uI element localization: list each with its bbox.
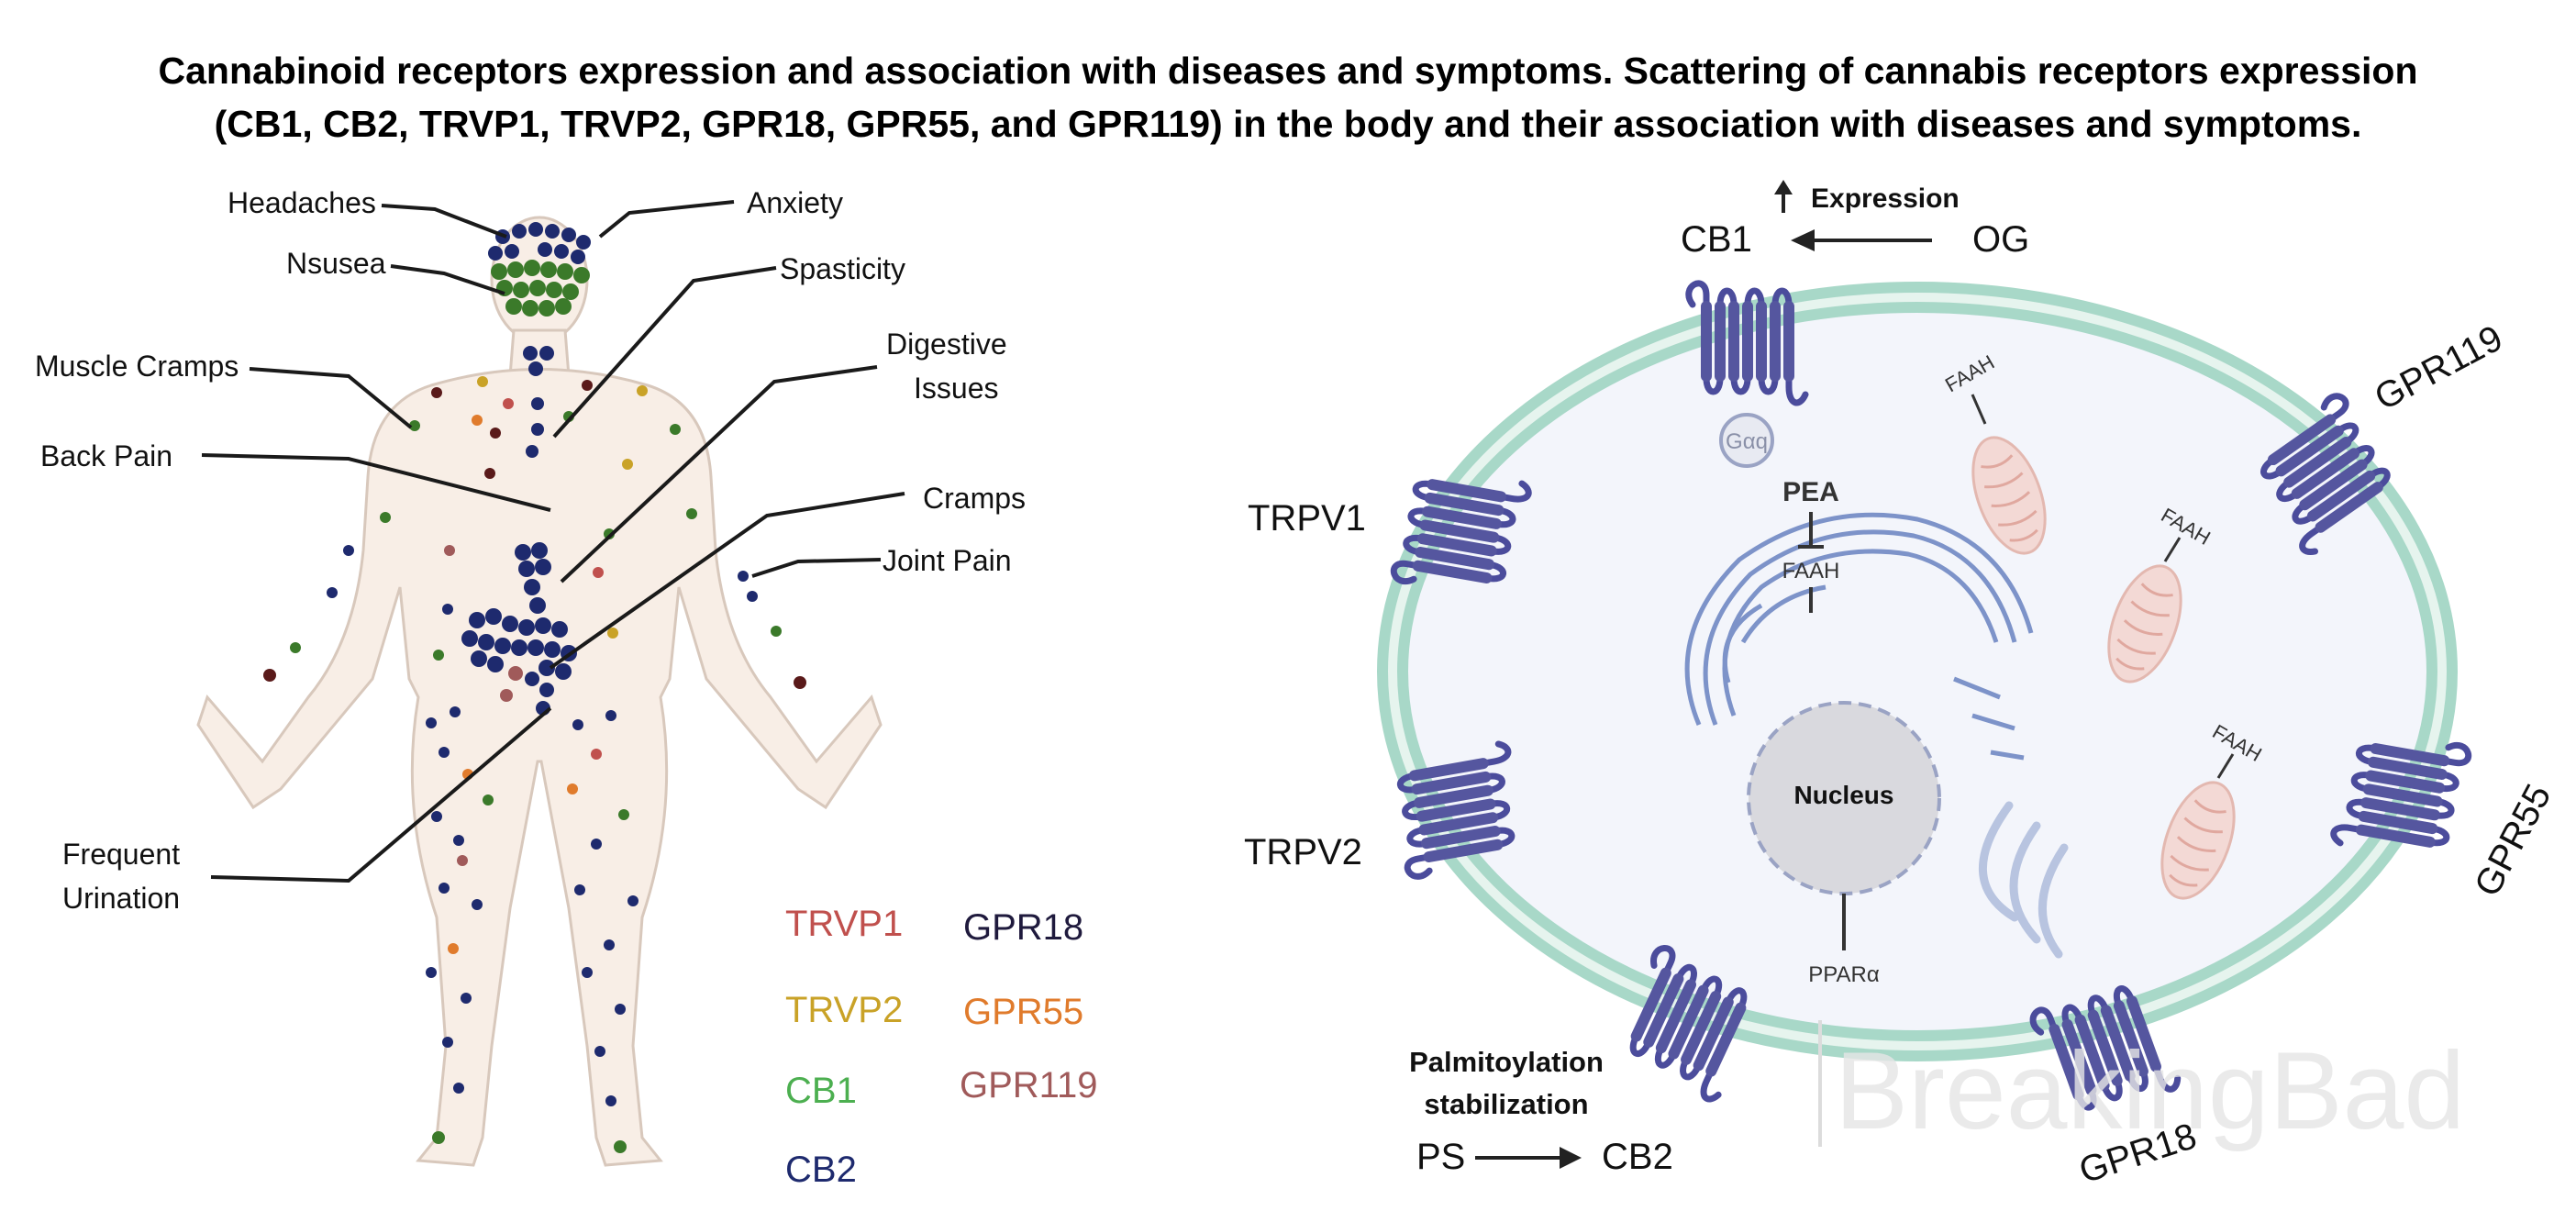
title-line-2: (CB1, CB2, TRVP1, TRVP2, GPR18, GPR55, a… xyxy=(214,103,2362,145)
label-headaches: Headaches xyxy=(228,186,376,219)
label-faah-center: FAAH xyxy=(1782,559,1840,583)
label-gpr55: GPR55 xyxy=(2467,778,2559,903)
label-joint-pain: Joint Pain xyxy=(883,544,1012,577)
label-cb2: CB2 xyxy=(1602,1137,1673,1177)
label-back-pain: Back Pain xyxy=(40,439,172,472)
legend-gpr119: GPR119 xyxy=(960,1065,1097,1105)
label-gpr119: GPR119 xyxy=(2369,317,2509,417)
title-line-1: Cannabinoid receptors expression and ass… xyxy=(158,50,2418,92)
body-panel: Headaches Anxiety Nsusea Spasticity Musc… xyxy=(35,186,1097,1190)
symptom-leaders xyxy=(201,200,905,883)
cb1-receptor xyxy=(1689,283,1805,403)
legend-gpr18: GPR18 xyxy=(963,907,1083,948)
endoplasmic-reticulum xyxy=(1684,512,2034,761)
legend-trvp1: TRVP1 xyxy=(785,904,903,944)
label-expression: Expression xyxy=(1811,183,1960,214)
label-urination: Urination xyxy=(62,882,180,915)
legend-cb1: CB1 xyxy=(785,1071,857,1111)
label-pea: PEA xyxy=(1782,477,1839,507)
golgi-apparatus xyxy=(1978,801,2069,959)
legend-cb2: CB2 xyxy=(785,1150,857,1190)
figure-title: Cannabinoid receptors expression and ass… xyxy=(0,44,2576,150)
legend-gpr55: GPR55 xyxy=(963,992,1083,1032)
label-palmitoylation: Palmitoylation xyxy=(1409,1046,1604,1078)
label-ppara: PPARα xyxy=(1808,962,1880,987)
cell-panel: Nucleus PEA FAAH PPARα Gαq FAAH FAAH xyxy=(1244,180,2559,1192)
watermark: BreakingBad xyxy=(1835,1029,2465,1152)
gaq-protein xyxy=(1719,413,1774,468)
label-nucleus: Nucleus xyxy=(1794,781,1894,809)
label-gaq: Gαq xyxy=(1726,429,1768,454)
label-spasticity: Spasticity xyxy=(780,252,905,285)
legend-trvp2: TRVP2 xyxy=(785,990,903,1030)
body-dots xyxy=(263,222,806,1153)
human-body-silhouette xyxy=(196,216,883,1167)
label-anxiety: Anxiety xyxy=(747,186,843,219)
label-muscle-cramps: Muscle Cramps xyxy=(35,350,239,383)
label-frequent: Frequent xyxy=(62,838,180,871)
label-digestive-line2: Issues xyxy=(914,372,998,405)
label-cb1: CB1 xyxy=(1681,219,1752,260)
label-trpv1: TRPV1 xyxy=(1248,498,1366,539)
receptor-legend: TRVP1 GPR18 TRVP2 GPR55 CB1 GPR119 CB2 xyxy=(785,904,1097,1190)
label-stabilization: stabilization xyxy=(1424,1088,1588,1120)
label-og: OG xyxy=(1972,219,2029,260)
label-nausea: Nsusea xyxy=(286,247,386,280)
label-digestive-line1: Digestive xyxy=(886,328,1007,361)
label-trpv2: TRPV2 xyxy=(1244,832,1362,872)
label-ps: PS xyxy=(1416,1137,1465,1177)
label-cramps: Cramps xyxy=(923,482,1026,515)
symptom-labels: Headaches Anxiety Nsusea Spasticity Musc… xyxy=(35,186,1026,915)
